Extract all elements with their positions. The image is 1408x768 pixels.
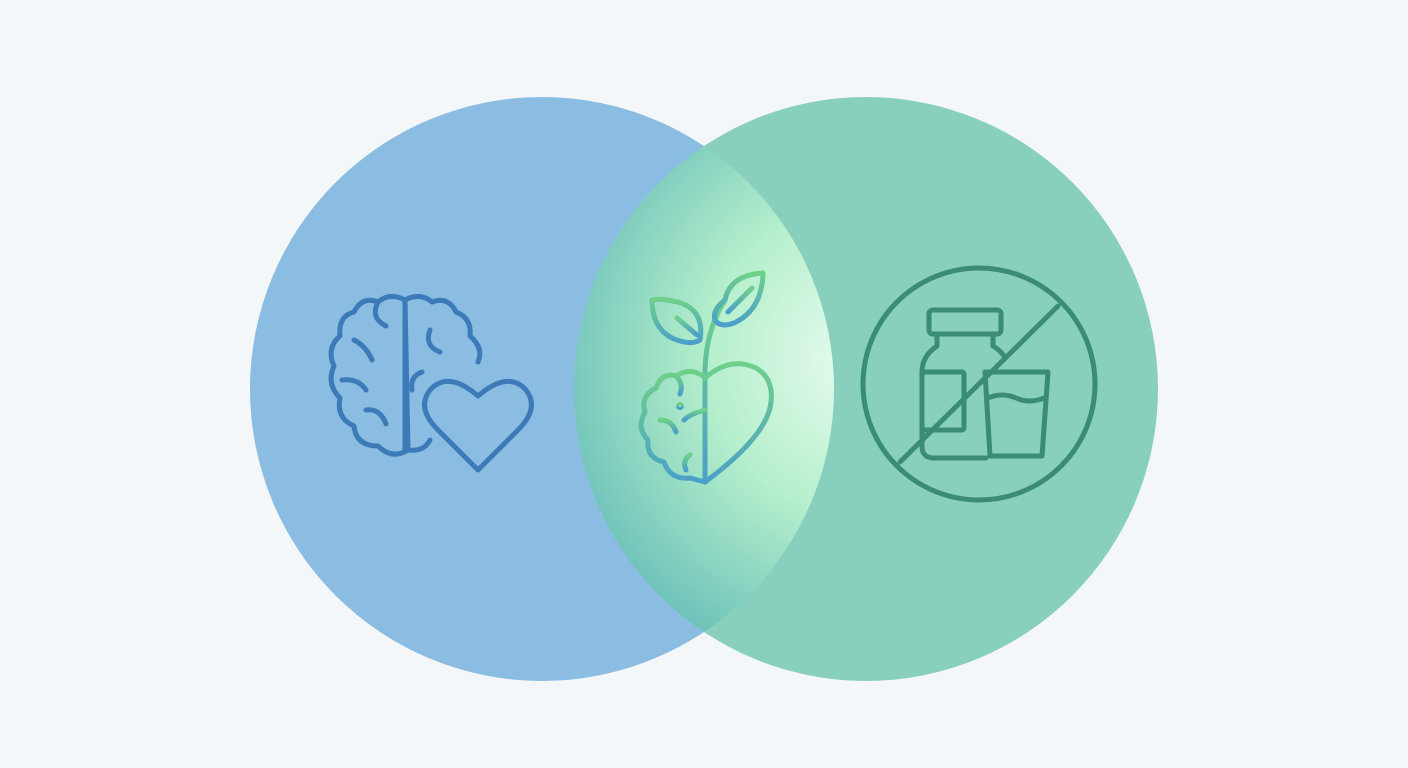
sprout-brain-heart-icon	[638, 270, 774, 485]
intersection-region	[574, 97, 834, 681]
brain-heart-icon	[328, 294, 534, 473]
no-medication-icon	[860, 265, 1098, 503]
